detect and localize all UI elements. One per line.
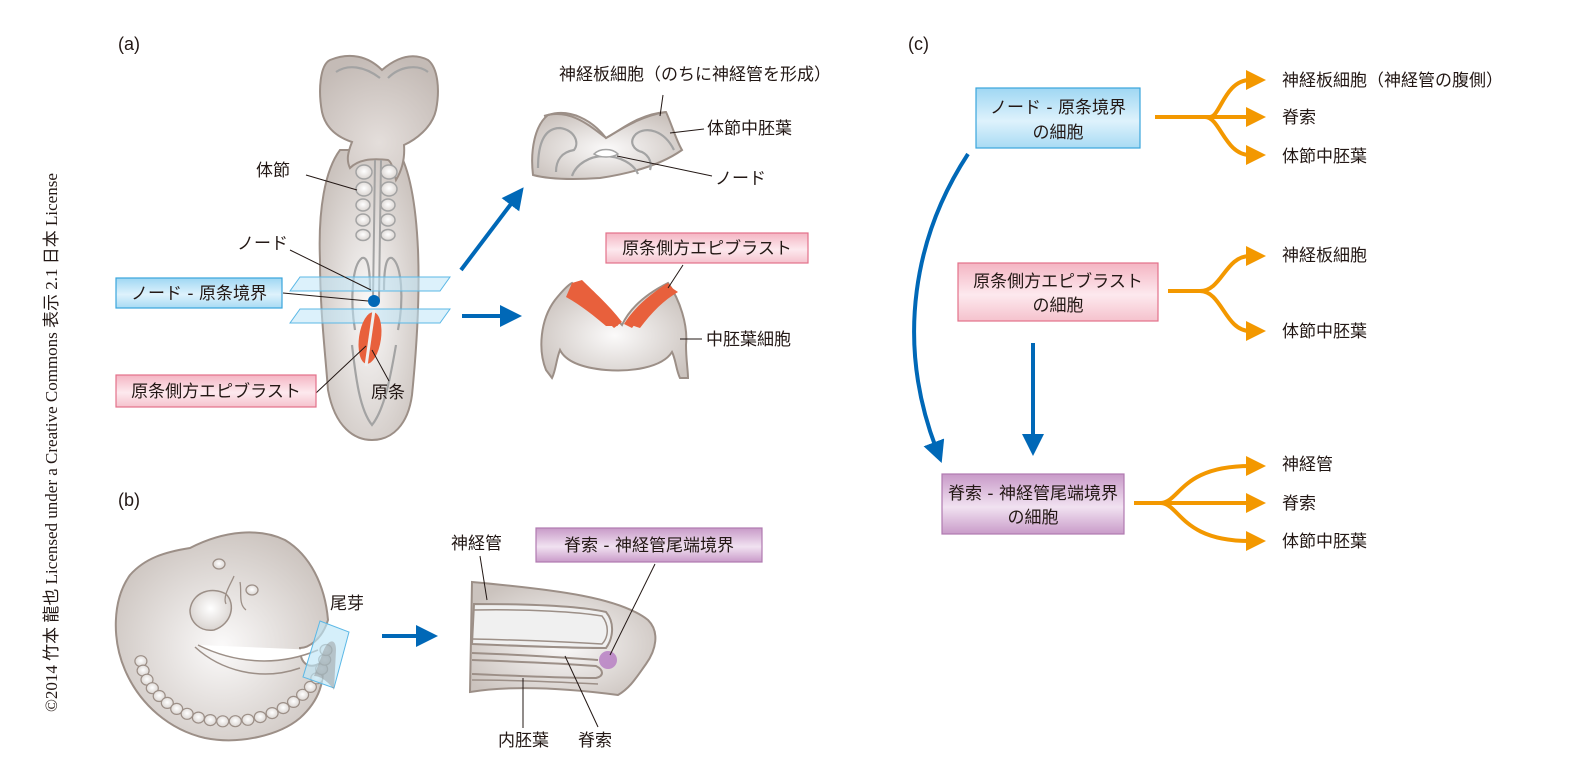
- fate-node-0: 神経板細胞（神経管の腹側）: [1282, 71, 1503, 91]
- primitive-streak-groove: [364, 309, 376, 367]
- somite-bead: [203, 713, 217, 727]
- node-marker: [368, 295, 380, 307]
- somite-bead: [228, 715, 242, 728]
- tail-bud-plane: [302, 620, 350, 689]
- arrow-node-to-cnh: [912, 152, 970, 463]
- somite-bead: [265, 706, 279, 720]
- somite-bead: [191, 711, 205, 724]
- lower-cross-section: [540, 280, 690, 380]
- fate-epiblast-0: 神経板細胞: [1282, 246, 1367, 266]
- copyright-credit: ©2014 竹本 龍也 Licensed under a Creative Co…: [42, 173, 61, 712]
- cnh-tag-text: 脊索 - 神経管尾端境界: [564, 536, 734, 556]
- source-node-line1: ノード - 原条境界: [990, 98, 1126, 118]
- fate-arrow-cnh-2: [1159, 501, 1266, 551]
- panel-c-label: (c): [908, 34, 929, 54]
- fates-node: 神経板細胞（神経管の腹側） 脊索 体節中胚葉: [1155, 70, 1503, 167]
- source-epiblast-line1: 原条側方エピブラスト: [973, 271, 1143, 292]
- source-cnh-line2: の細胞: [1008, 508, 1059, 528]
- somite-bead: [286, 695, 301, 709]
- fate-arrow-epiblast-1: [1199, 289, 1266, 341]
- fate-arrow-epiblast-0: [1168, 246, 1266, 293]
- fate-node-1: 脊索: [1282, 108, 1316, 128]
- somite-bead: [216, 715, 230, 728]
- lateral-epiblast-text: 原条側方エピブラスト: [131, 381, 301, 402]
- somite-bead: [160, 696, 174, 710]
- embryo-dorsal-view: [289, 54, 451, 442]
- somite-bead: [303, 680, 317, 694]
- fate-arrow-cnh-0: [1134, 456, 1266, 505]
- source-cnh-line1: 脊索 - 神経管尾端境界: [948, 484, 1118, 504]
- cnh-marker: [599, 651, 617, 669]
- fate-node-2: 体節中胚葉: [1282, 147, 1367, 167]
- somite-bead: [170, 702, 184, 716]
- label-neural-tube: 神経管: [451, 534, 502, 554]
- fates-cnh: 神経管 脊索 体節中胚葉: [1134, 455, 1367, 552]
- lateral-epiblast-section-tag: 原条側方エピブラスト: [605, 232, 809, 264]
- fates-epiblast: 神経板細胞 体節中胚葉: [1168, 246, 1367, 342]
- arrow-to-upper-section: [459, 187, 524, 272]
- embryo-lateral-view: [114, 531, 350, 742]
- panel-b-label: (b): [118, 490, 140, 510]
- label-somitic-mesoderm-a: 体節中胚葉: [707, 119, 792, 139]
- node-streak-border-tag: ノード - 原条境界: [115, 277, 283, 309]
- fate-epiblast-1: 体節中胚葉: [1282, 322, 1367, 342]
- somite-bead: [276, 701, 290, 715]
- label-node-section: ノード: [715, 169, 766, 189]
- source-box-node: ノード - 原条境界 の細胞: [975, 87, 1141, 149]
- somite-bead: [253, 710, 267, 724]
- label-somite: 体節: [256, 161, 290, 181]
- source-box-cnh: 脊索 - 神経管尾端境界 の細胞: [941, 473, 1125, 535]
- section-plane-upper: [289, 276, 451, 292]
- label-neural-plate: 神経板細胞（のちに神経管を形成）: [559, 65, 831, 85]
- label-primitive-streak: 原条: [371, 383, 405, 403]
- somite-bead: [241, 713, 255, 726]
- label-node: ノード: [237, 234, 288, 254]
- fate-cnh-2: 体節中胚葉: [1282, 532, 1367, 552]
- panel-a-label: (a): [118, 34, 140, 54]
- embryo-head: [319, 54, 439, 183]
- heart-bulge: [189, 589, 233, 631]
- somite-bead: [145, 682, 159, 695]
- source-node-line2: の細胞: [1033, 123, 1084, 143]
- tail-bud-section: [468, 580, 657, 697]
- source-epiblast-line2: の細胞: [1033, 296, 1084, 316]
- node-streak-border-text: ノード - 原条境界: [131, 284, 267, 304]
- fate-arrow-node-0: [1155, 70, 1266, 119]
- label-endoderm: 内胚葉: [498, 731, 549, 751]
- somite-bead: [152, 689, 166, 703]
- upper-cross-section: [531, 110, 684, 180]
- lateral-epiblast-section-text: 原条側方エピブラスト: [622, 238, 792, 259]
- fate-cnh-0: 神経管: [1282, 455, 1333, 475]
- somite-bead: [296, 688, 310, 701]
- source-box-epiblast: 原条側方エピブラスト の細胞: [957, 262, 1159, 322]
- fate-arrow-node-2: [1204, 115, 1266, 165]
- somite-bead: [180, 707, 194, 720]
- embryo-lateral-body: [114, 531, 330, 742]
- label-notochord: 脊索: [578, 731, 612, 751]
- cnh-tag: 脊索 - 神経管尾端境界: [535, 527, 763, 563]
- somites: [355, 164, 398, 242]
- label-mesoderm-cells: 中胚葉細胞: [706, 330, 791, 350]
- lateral-epiblast-tag: 原条側方エピブラスト: [115, 374, 317, 408]
- label-tail-bud: 尾芽: [330, 594, 364, 614]
- fate-cnh-1: 脊索: [1282, 494, 1316, 514]
